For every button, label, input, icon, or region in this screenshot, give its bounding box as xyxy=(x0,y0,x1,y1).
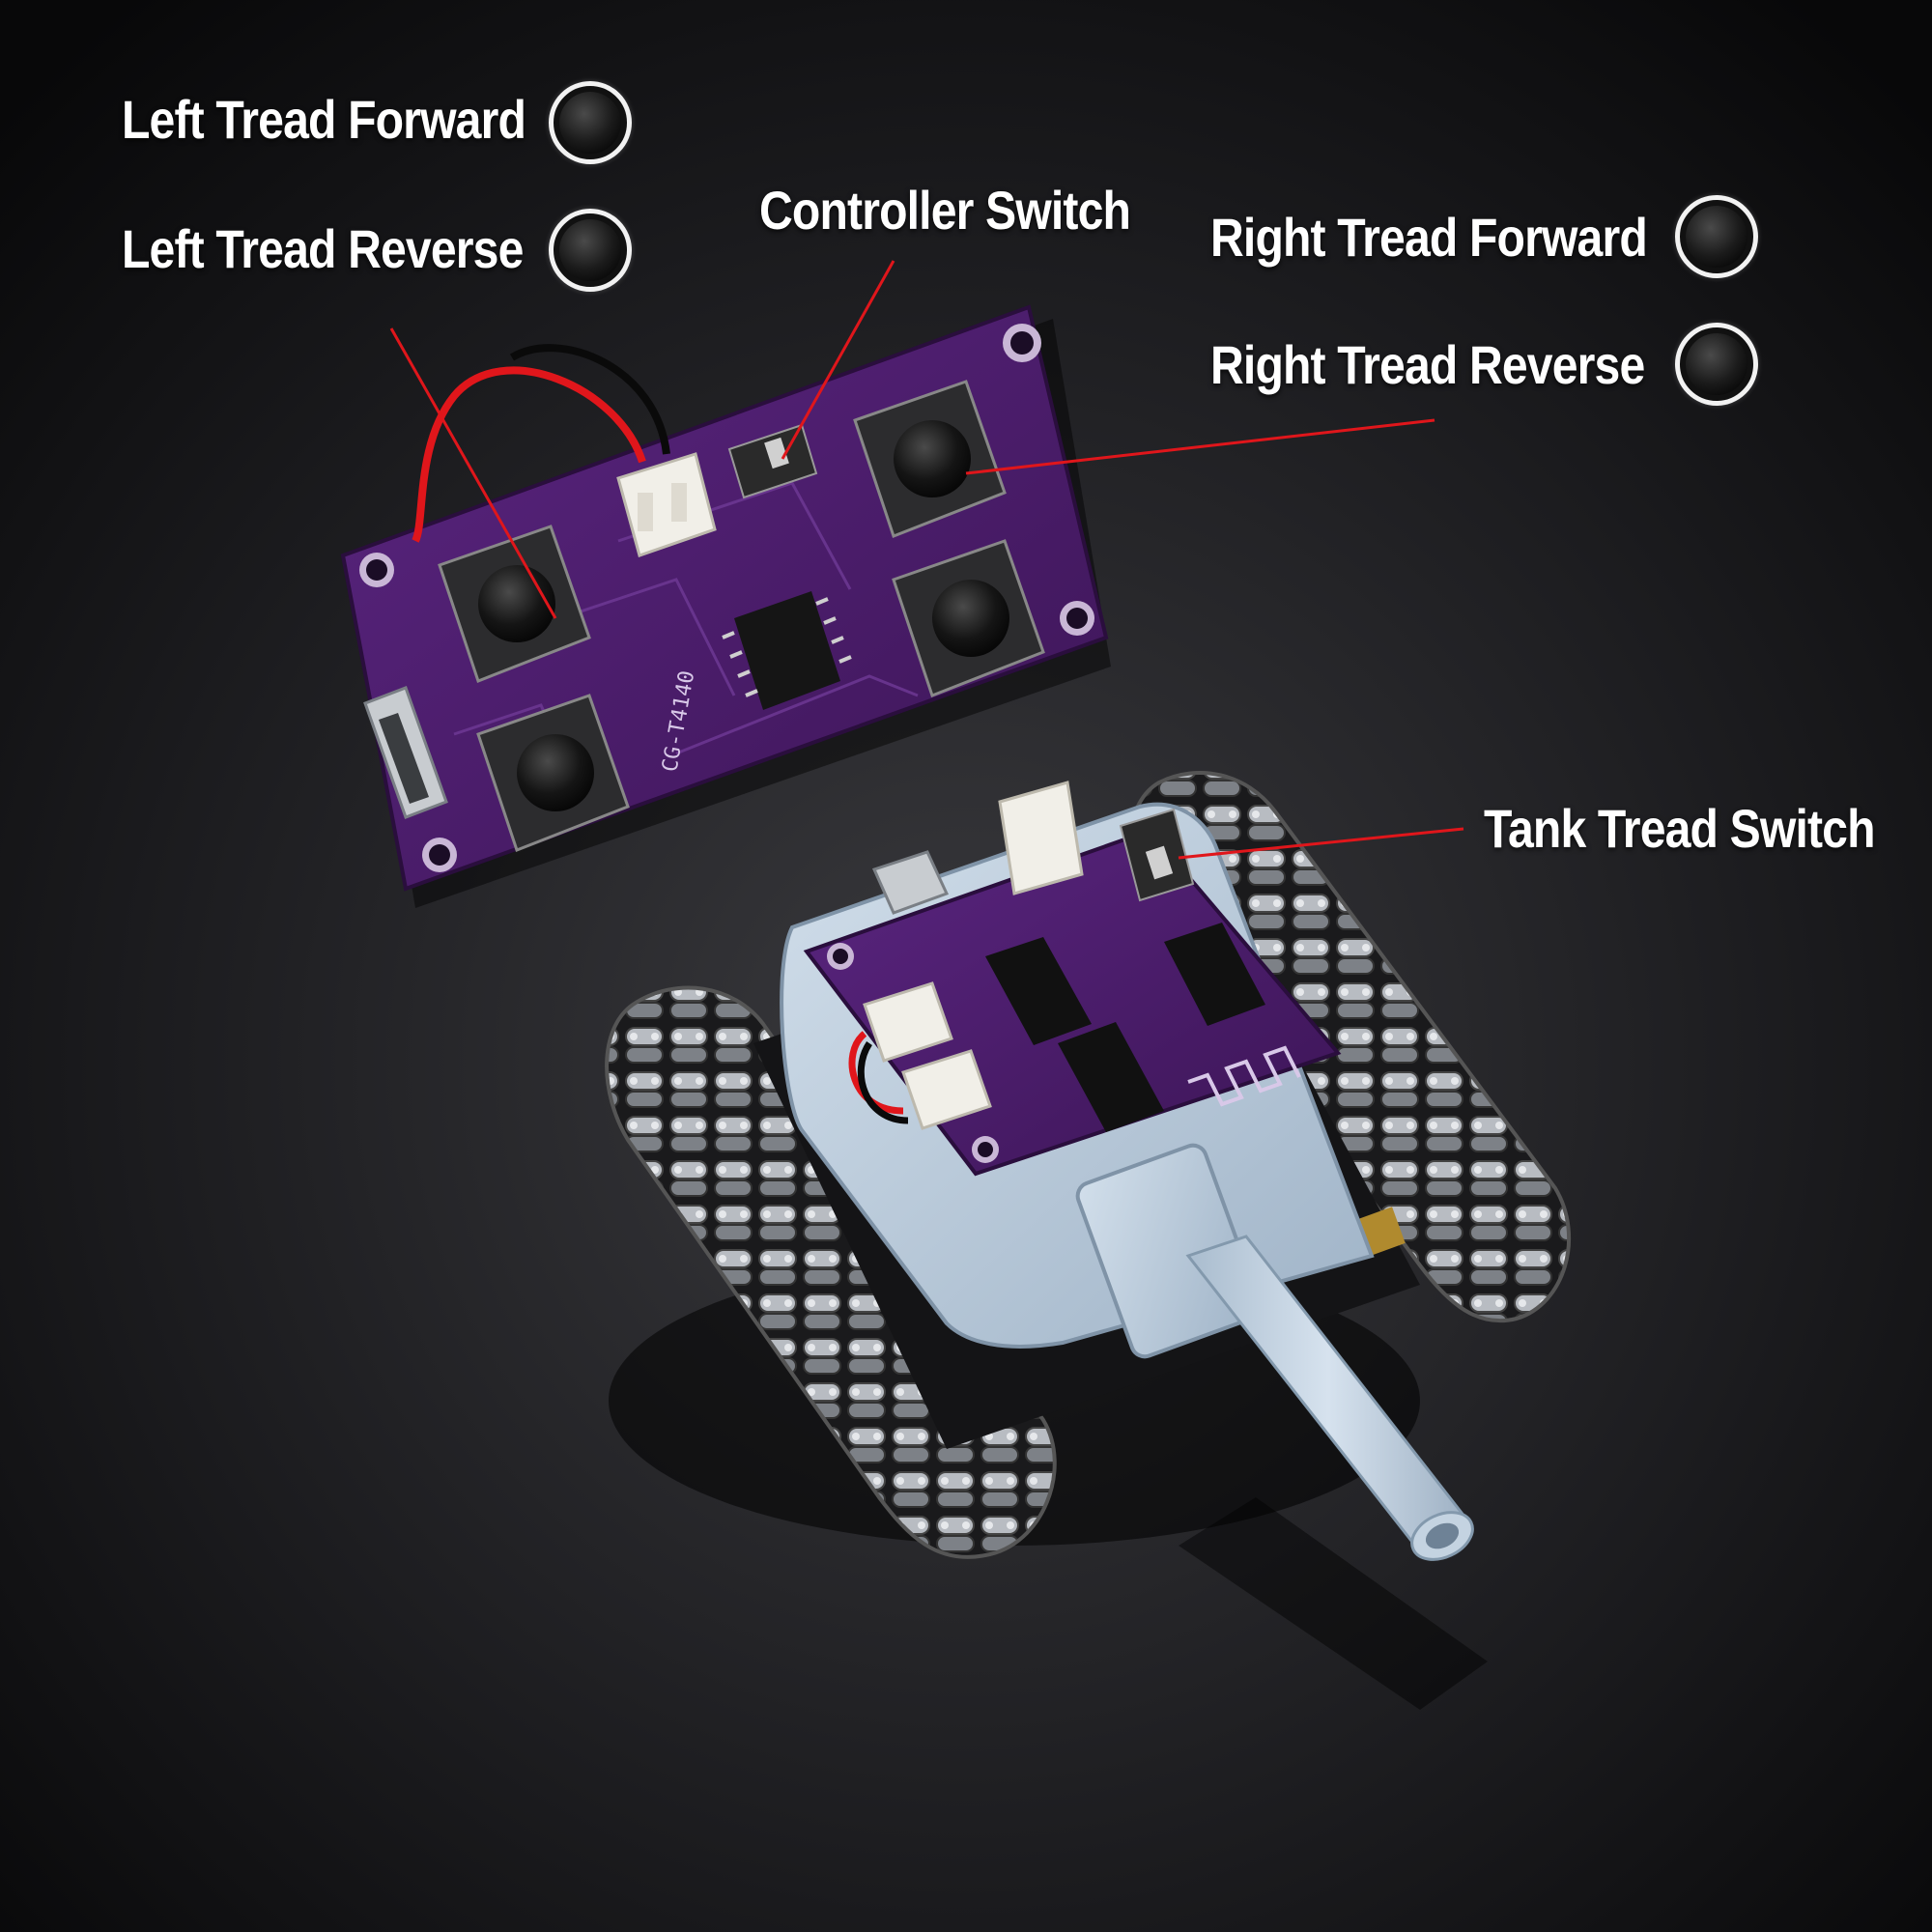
controller-ic-chip xyxy=(722,591,852,710)
button-icon-right-reverse xyxy=(1675,323,1758,406)
button-icon-right-forward xyxy=(1675,195,1758,278)
label-left-tread-reverse: Left Tread Reverse xyxy=(122,218,524,279)
controller-slide-switch[interactable] xyxy=(727,423,818,499)
button-icon-left-forward xyxy=(549,81,632,164)
label-controller-switch: Controller Switch xyxy=(759,180,1131,241)
label-right-tread-reverse: Right Tread Reverse xyxy=(1210,334,1645,395)
tank-barrel xyxy=(1075,1143,1474,1561)
leader-tank-switch xyxy=(1178,827,1464,860)
label-left-tread-forward: Left Tread Forward xyxy=(122,89,526,150)
label-tank-tread-switch: Tank Tread Switch xyxy=(1484,798,1876,859)
controller-usb-c-port xyxy=(363,686,448,819)
controller-battery-connector xyxy=(616,452,717,557)
tank-motor-connectors xyxy=(848,981,992,1130)
tank xyxy=(605,771,1571,1710)
leader-left-tread xyxy=(389,327,557,619)
leader-controller-switch xyxy=(781,260,895,460)
tank-slide-switch[interactable] xyxy=(1119,808,1195,902)
controller-button-right-reverse[interactable] xyxy=(892,539,1045,697)
battery-wire-black xyxy=(509,344,670,455)
button-icon-left-reverse xyxy=(549,209,632,292)
controller-button-left-reverse[interactable] xyxy=(476,694,630,852)
leader-right-tread xyxy=(965,418,1435,475)
leader-lines xyxy=(389,260,1464,860)
label-right-tread-forward: Right Tread Forward xyxy=(1210,207,1648,268)
battery-wire-red xyxy=(412,366,646,543)
controller-board: CG-T4140 xyxy=(340,304,1111,908)
controller-button-right-forward[interactable] xyxy=(853,380,1007,538)
